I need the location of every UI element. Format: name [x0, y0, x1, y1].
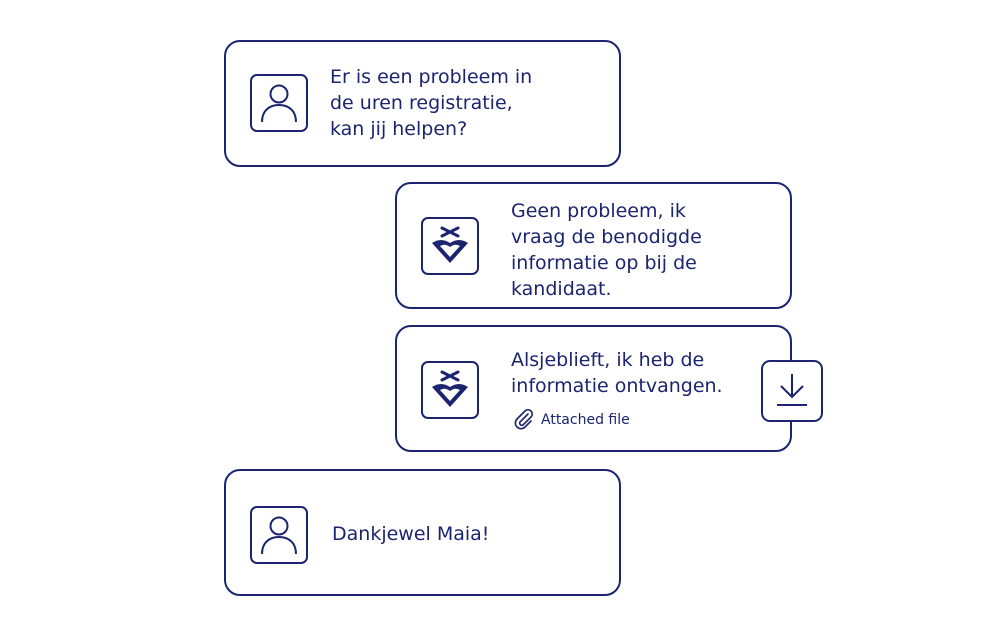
message-text: Er is een probleem in de uren registrati…	[330, 66, 533, 140]
message-text: Geen probleem, ik vraag de benodigde inf…	[511, 200, 702, 300]
maia-avatar	[421, 361, 479, 419]
message-text: Dankjewel Maia!	[332, 523, 490, 545]
maia-logo-icon	[432, 226, 468, 263]
attachment-label: Attached file	[541, 412, 630, 428]
download-icon	[777, 374, 807, 406]
chat-message-maia-attachment: Alsjeblieft, ik heb de informatie ontvan…	[395, 325, 792, 452]
maia-avatar	[421, 217, 479, 275]
attachment-link[interactable]: Attached file	[513, 409, 630, 431]
user-icon	[261, 84, 297, 123]
user-icon	[261, 516, 297, 555]
user-avatar	[250, 506, 308, 564]
maia-logo-icon	[432, 370, 468, 407]
paperclip-icon	[514, 409, 534, 430]
chat-message-maia: Geen probleem, ik vraag de benodigde inf…	[395, 182, 792, 309]
chat-message-user: Dankjewel Maia!	[224, 469, 621, 596]
download-button[interactable]	[761, 360, 823, 422]
user-avatar	[250, 74, 308, 132]
message-text: Alsjeblieft, ik heb de informatie ontvan…	[511, 349, 723, 397]
chat-message-user: Er is een probleem in de uren registrati…	[224, 40, 621, 167]
